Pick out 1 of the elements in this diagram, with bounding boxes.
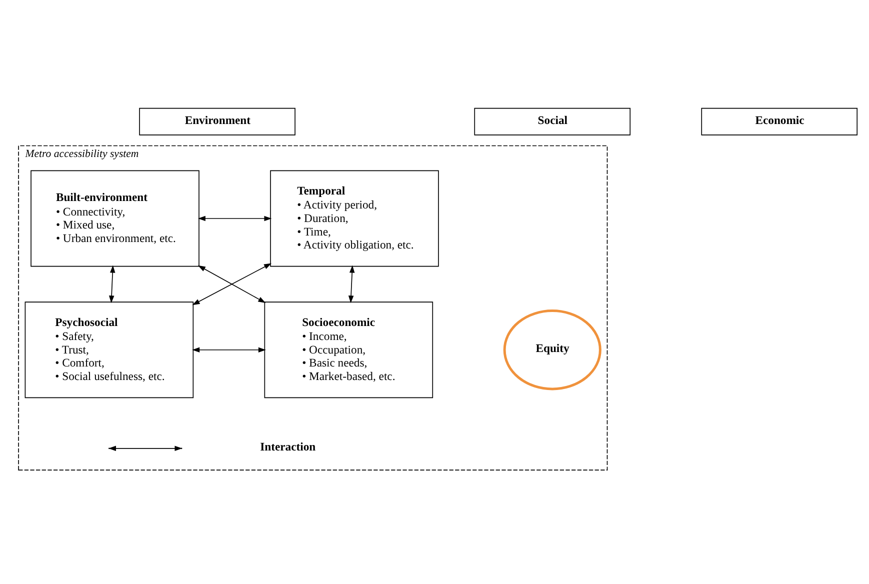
legend-label: Interaction bbox=[260, 440, 316, 454]
